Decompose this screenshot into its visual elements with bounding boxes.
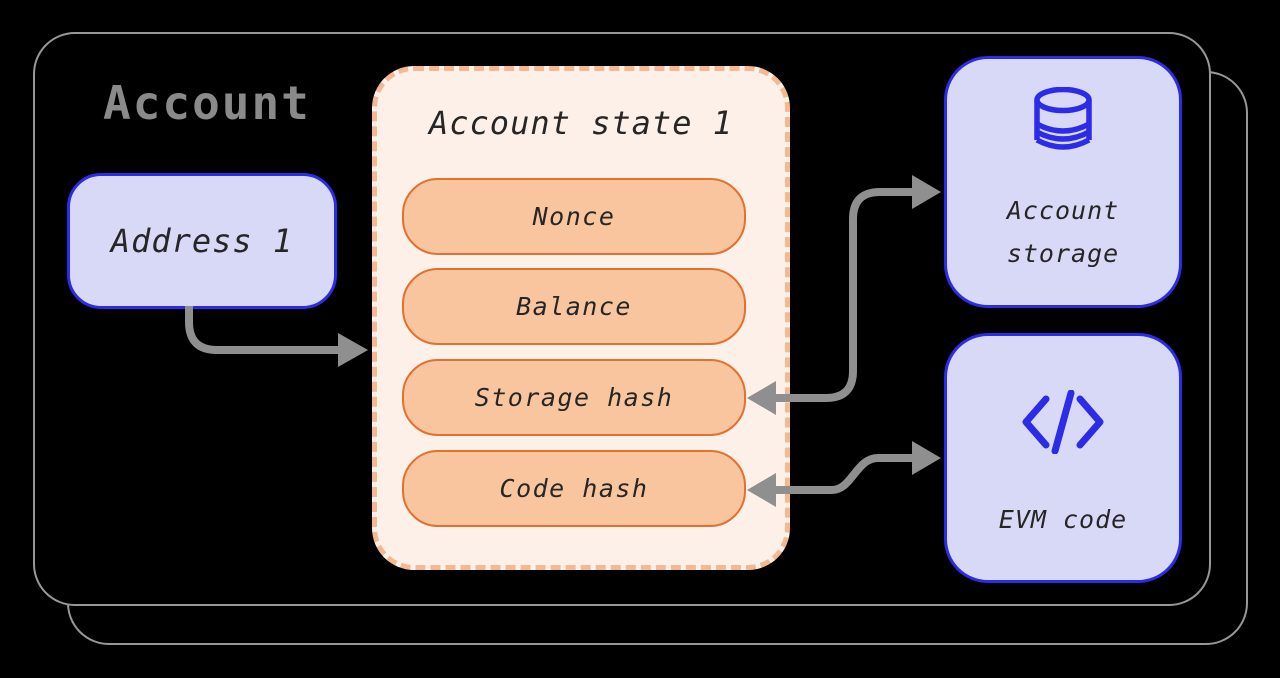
address-label: Address 1 <box>110 222 294 260</box>
state-field-code-hash: Code hash <box>402 450 746 527</box>
account-state-box: Account state 1 Nonce Balance Storage ha… <box>372 66 790 570</box>
state-field-balance-label: Balance <box>516 292 632 321</box>
account-state-title: Account state 1 <box>429 104 733 142</box>
state-field-storage-hash: Storage hash <box>402 359 746 436</box>
state-field-nonce-label: Nonce <box>532 202 616 231</box>
evm-code-box: EVM code <box>944 333 1182 583</box>
code-icon <box>1022 390 1104 454</box>
account-storage-label-line1: Account <box>1006 196 1120 225</box>
state-field-code-hash-label: Code hash <box>499 474 649 503</box>
evm-code-label: EVM code <box>998 505 1128 534</box>
database-icon <box>1034 87 1092 150</box>
state-field-balance: Balance <box>402 268 746 345</box>
account-storage-label-line2: storage <box>1006 239 1120 268</box>
address-box: Address 1 <box>67 173 337 309</box>
state-field-nonce: Nonce <box>402 178 746 255</box>
account-storage-box: Account storage <box>944 56 1182 308</box>
state-field-storage-hash-label: Storage hash <box>474 383 674 412</box>
account-container-title: Account <box>103 76 311 130</box>
